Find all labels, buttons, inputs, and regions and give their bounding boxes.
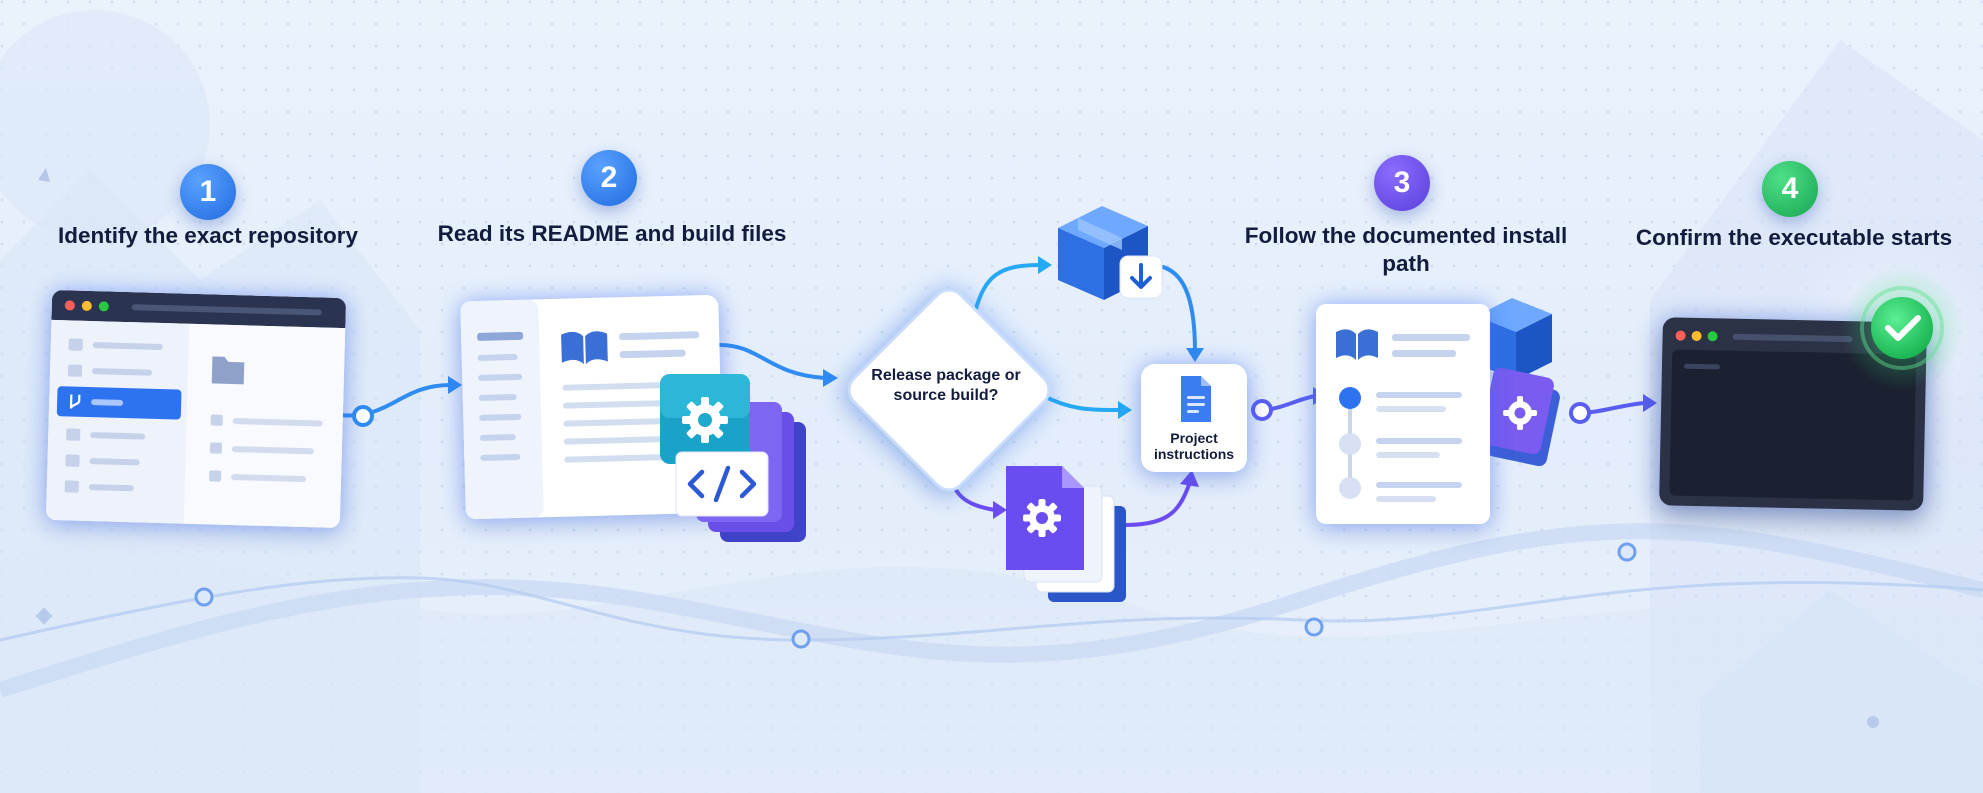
repository-window-icon: [45, 289, 347, 529]
readme-document: [460, 294, 724, 520]
step-1-title: Identify the exact repository: [57, 223, 359, 248]
step-2-badge: 2: [581, 150, 637, 206]
install-path-card: [1316, 304, 1490, 524]
step-3-badge: 3: [1374, 155, 1430, 211]
book-icon: [460, 299, 703, 520]
project-instructions-card: Project instructions: [1141, 364, 1247, 472]
executable-window: [1659, 317, 1927, 511]
step-4-title: Confirm the executable starts: [1635, 225, 1953, 250]
repository-window: [45, 289, 347, 529]
terminal-window-icon: [1669, 330, 1917, 501]
step-2-title: Read its README and build files: [437, 221, 787, 246]
gear-file-stack-icon: [1006, 466, 1126, 602]
decision-label: Release package or source build?: [871, 367, 1021, 404]
step-4-badge: 4: [1762, 161, 1818, 217]
check-circle-icon: [1840, 266, 1964, 390]
install-package-decoration: [1476, 298, 1560, 467]
package-download-icon: [1058, 206, 1163, 300]
step-1-badge: 1: [180, 164, 236, 220]
gear-and-code-icon: [660, 374, 806, 542]
document-icon: [1181, 376, 1211, 422]
project-instructions-label: Project instructions: [1153, 430, 1235, 462]
step-3-title: Follow the documented install path: [1244, 223, 1568, 276]
install-checklist-icon: [1336, 329, 1470, 502]
